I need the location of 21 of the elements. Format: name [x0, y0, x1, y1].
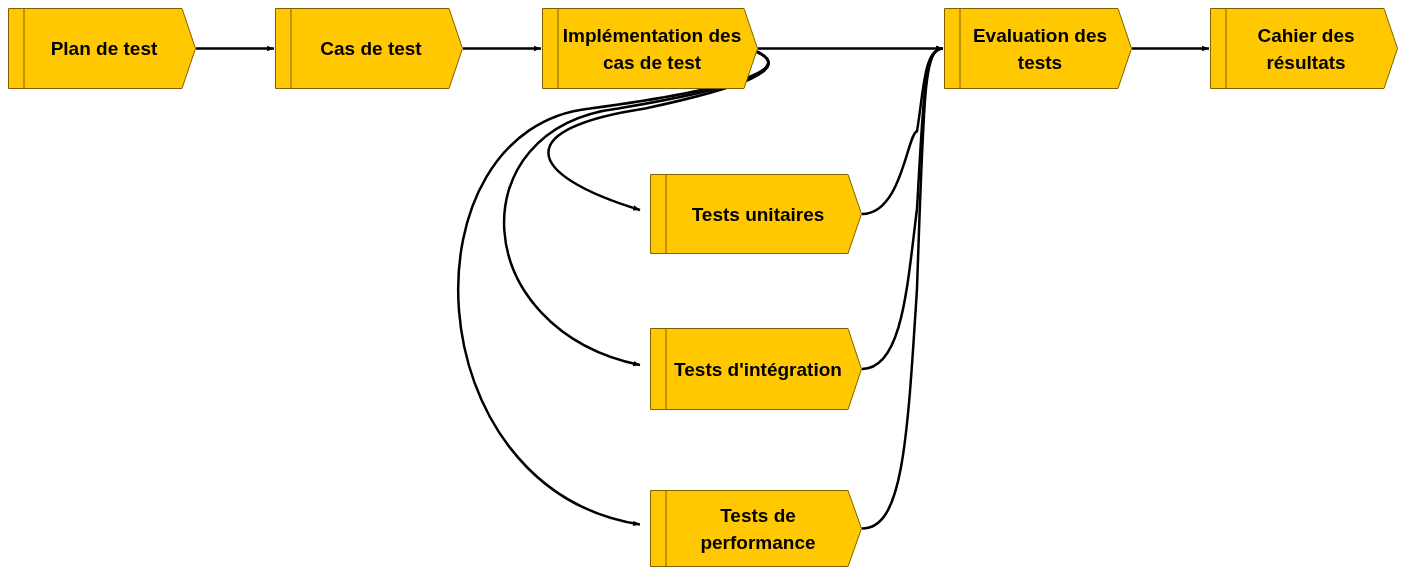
process-box — [944, 8, 1132, 89]
arrow — [196, 45, 274, 52]
box-label: Cahier des résultats — [1256, 23, 1356, 75]
process-box — [542, 8, 758, 89]
box-label: Evaluation des tests — [971, 23, 1109, 75]
arrow — [1132, 45, 1209, 52]
arrow — [457, 49, 769, 526]
box-label: Cas de test — [320, 37, 422, 61]
process-box — [1210, 8, 1398, 89]
box-label: Tests d'intégration — [674, 357, 842, 382]
process-box — [650, 490, 862, 567]
box-label: Implémentation des cas de test — [561, 23, 743, 75]
process-box — [650, 174, 862, 254]
box-label: Plan de test — [50, 37, 158, 61]
process-box — [275, 8, 463, 89]
arrow — [463, 45, 541, 52]
box-label: Tests de performance — [699, 503, 817, 555]
arrow — [861, 47, 944, 530]
box-label: Tests unitaires — [691, 202, 825, 227]
process-box — [650, 328, 862, 410]
process-box — [8, 8, 196, 89]
